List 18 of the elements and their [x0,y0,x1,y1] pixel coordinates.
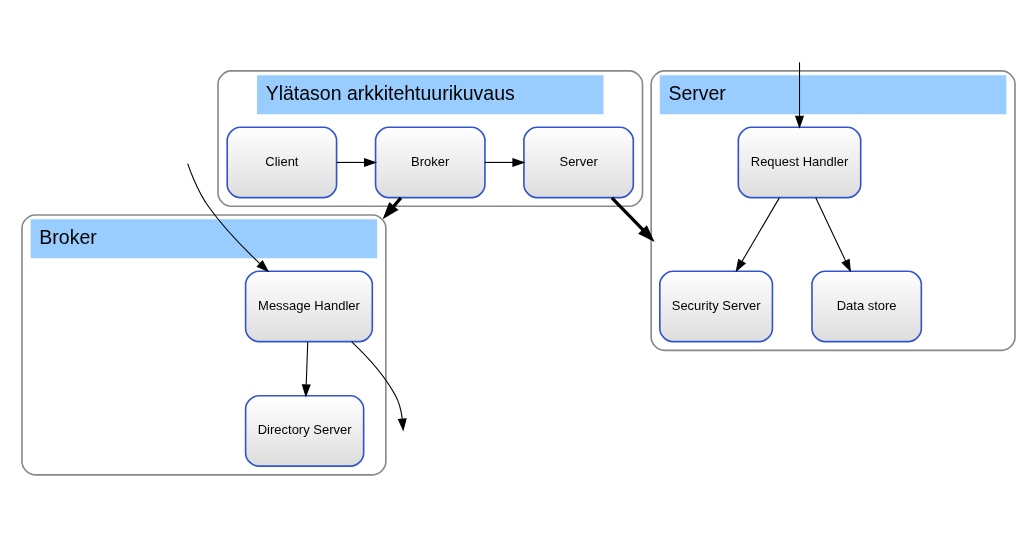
arrow [794,61,804,129]
arrow [382,196,402,220]
arrow [335,157,377,167]
node-box: Directory Server [244,395,364,467]
arrow [610,196,655,242]
arrow [186,163,269,273]
arrow [483,157,525,167]
node-box: Request Handler [737,126,861,199]
arrow [301,341,311,398]
node-box: Message Handler [244,270,373,343]
node-box: Data store [810,270,922,343]
node-box: Server [522,126,634,199]
arrow [814,197,851,273]
arrow [350,341,407,432]
node-box: Security Server [658,270,773,343]
node-box: Client [225,126,337,199]
node-box: Broker [374,126,486,199]
arrow [735,197,780,273]
